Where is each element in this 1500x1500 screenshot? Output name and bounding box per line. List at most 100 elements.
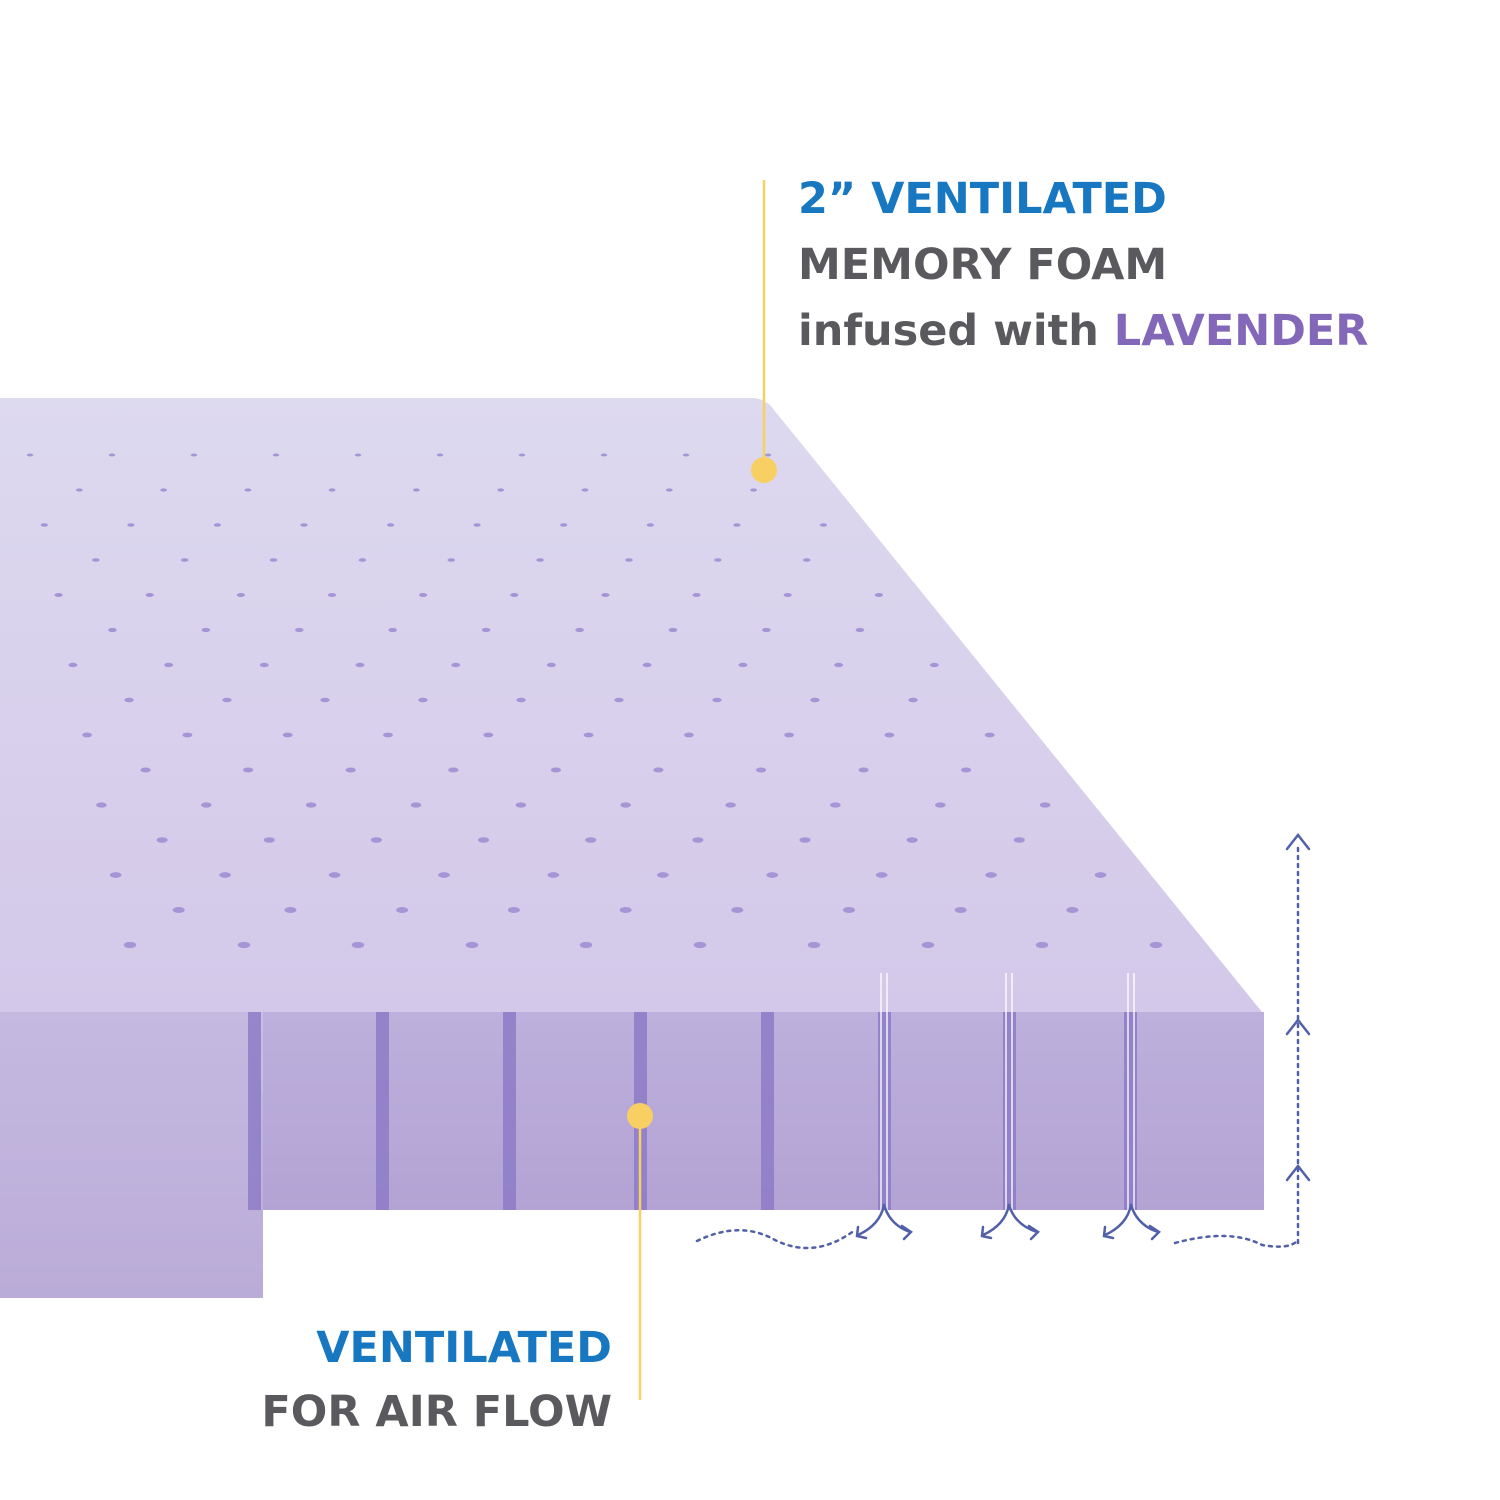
ventilation-hole <box>481 627 491 633</box>
ventilation-hole <box>516 697 526 703</box>
ventilation-hole <box>436 453 444 457</box>
ventilation-hole <box>614 697 624 703</box>
ventilation-hole <box>219 872 231 878</box>
ventilation-hole <box>345 767 356 773</box>
ventilation-hole <box>921 941 935 949</box>
ventilation-hole <box>182 732 193 738</box>
ventilation-hole <box>123 941 137 949</box>
ventilation-hole <box>295 627 304 633</box>
ventilation-holes <box>26 453 1163 949</box>
ventilation-hole <box>642 662 652 668</box>
ventilation-hole <box>388 627 398 633</box>
ventilation-hole <box>646 523 654 527</box>
airflow-arrows <box>695 832 1311 1250</box>
ventilation-hole <box>358 558 367 562</box>
ventilation-hole <box>802 558 811 562</box>
ventilation-hole <box>201 627 211 633</box>
ventilation-hole <box>1039 802 1051 808</box>
ventilation-hole <box>600 453 608 457</box>
ventilation-hole <box>272 453 280 457</box>
ventilation-hole <box>733 523 741 527</box>
ventilation-hole <box>108 453 116 457</box>
ventilation-hole <box>546 662 556 668</box>
ventilation-hole <box>764 453 772 457</box>
ventilation-hole <box>172 907 185 913</box>
ventilation-hole <box>783 593 792 597</box>
ventilation-hole <box>1013 837 1025 843</box>
ventilation-hole <box>483 732 494 738</box>
ventilation-hole <box>164 662 174 668</box>
ventilation-hole <box>620 802 631 808</box>
ventilation-hole <box>1094 872 1107 878</box>
ventilation-hole <box>263 837 275 843</box>
ventilation-hole <box>109 872 122 878</box>
foam-front-face <box>249 1012 1264 1210</box>
ventilation-hole <box>843 907 855 913</box>
ventilation-hole <box>547 872 560 878</box>
ventilation-hole <box>156 837 168 843</box>
ventilation-hole <box>762 627 771 633</box>
ventilation-hole <box>510 593 519 597</box>
ventilation-hole <box>657 872 669 878</box>
ventilation-hole <box>725 802 736 808</box>
ventilation-hole <box>108 627 117 633</box>
callout-heading: 2” VENTILATED <box>798 174 1167 224</box>
ventilation-hole <box>1035 941 1049 949</box>
ventilation-hole <box>478 837 490 843</box>
ventilation-hole <box>387 523 395 527</box>
ventilation-hole <box>712 697 722 703</box>
ventilation-hole <box>682 453 690 457</box>
ventilation-hole <box>738 662 748 668</box>
ventilation-hole <box>858 767 869 773</box>
ventilation-hole <box>473 523 481 527</box>
ventilation-hole <box>351 941 365 949</box>
ventilation-hole <box>160 488 168 492</box>
ventilation-hole <box>140 767 151 773</box>
ventilation-hole <box>396 907 409 913</box>
ventilation-hole <box>550 767 562 773</box>
ventilation-callout: VENTILATED FOR AIR FLOW <box>261 1327 612 1455</box>
ventilation-hole <box>581 488 589 492</box>
ventilation-hole <box>766 872 779 878</box>
ventilation-hole <box>190 453 198 457</box>
ventilation-hole <box>755 767 767 773</box>
ventilation-hole <box>370 837 382 843</box>
ventilation-hole <box>68 662 78 668</box>
ventilation-hole <box>985 872 997 878</box>
ventilation-hole <box>355 662 365 668</box>
ventilation-hole <box>222 697 232 703</box>
ventilation-hole <box>819 523 828 527</box>
ventilation-hole <box>585 837 597 843</box>
ventilation-hole <box>601 593 610 597</box>
ventilation-hole <box>327 593 337 597</box>
ventilation-hole <box>875 872 888 878</box>
ventilation-hole <box>320 697 330 703</box>
ventilation-hole <box>201 802 212 808</box>
ventilation-hole <box>784 732 794 738</box>
ventilation-hole <box>625 558 633 562</box>
ventilation-hole <box>244 488 252 492</box>
ventilation-hole <box>448 767 459 773</box>
callout-top-marker <box>751 180 777 483</box>
ventilation-hole <box>410 802 422 808</box>
ventilation-hole <box>418 697 428 703</box>
ventilation-hole <box>692 837 704 843</box>
ventilation-hole <box>507 907 520 913</box>
ventilation-hole <box>236 593 245 597</box>
ventilation-hole <box>906 837 918 843</box>
ventilation-hole <box>799 837 811 843</box>
ventilation-hole <box>536 558 544 562</box>
ventilation-hole <box>874 593 884 597</box>
ventilation-hole <box>92 558 100 562</box>
ventilation-hole <box>515 802 527 808</box>
ventilation-hole <box>497 488 505 492</box>
ventilation-hole <box>653 767 664 773</box>
ventilation-hole <box>284 907 297 913</box>
ventilation-hole <box>692 593 701 597</box>
ventilation-hole <box>383 732 393 738</box>
callout-bottom-marker <box>627 1103 653 1400</box>
ventilation-hole <box>413 488 420 492</box>
ventilation-hole <box>26 453 34 457</box>
ventilation-hole <box>237 941 251 949</box>
